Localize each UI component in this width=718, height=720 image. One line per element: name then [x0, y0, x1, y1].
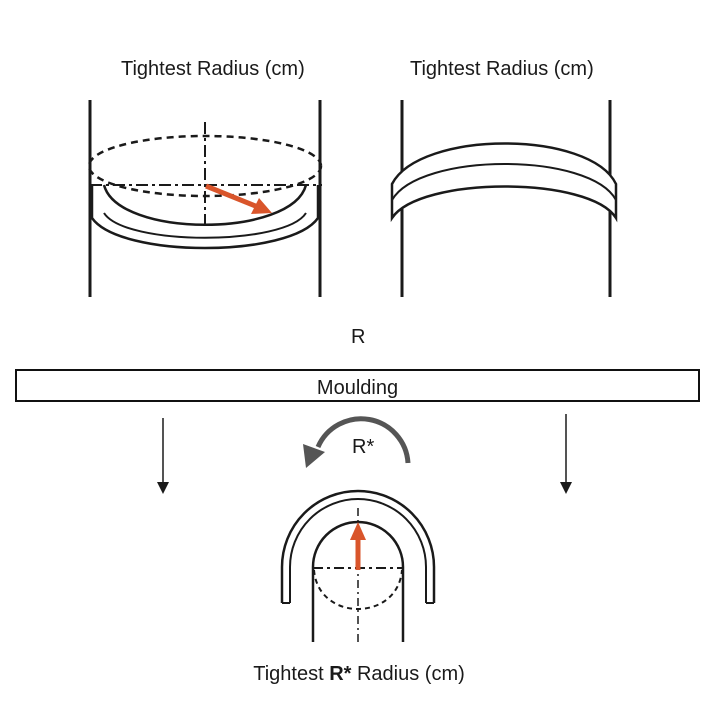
radius-arrow-shaft	[205, 183, 259, 210]
radius-arrow-head	[251, 198, 272, 214]
r-star-arrow-head	[350, 522, 366, 540]
moulding-box: Moulding	[15, 369, 700, 402]
mandrel-dashed-circle	[313, 569, 403, 610]
caption-prefix: Tightest	[253, 663, 330, 685]
u-bend-figure	[280, 489, 436, 644]
u-outer	[280, 489, 436, 603]
r-star-label: R*	[352, 436, 375, 458]
rotation-arrow	[303, 416, 411, 468]
u-middle	[289, 498, 427, 603]
concave-specimen-figure	[87, 100, 323, 297]
top-left-label: Tightest Radius (cm)	[121, 58, 305, 80]
arch-band-rim	[391, 163, 617, 201]
caption-suffix: Radius (cm)	[351, 663, 465, 685]
saddle-inner-edge	[102, 184, 308, 226]
convex-specimen-figure	[390, 100, 618, 297]
saddle-rim	[103, 212, 307, 239]
bottom-caption: Tightest R* Radius (cm)	[0, 663, 718, 686]
top-right-label: Tightest Radius (cm)	[410, 58, 594, 80]
saddle-outer-edge	[90, 185, 320, 250]
caption-bold-r-star: R*	[329, 663, 352, 685]
r-label: R	[351, 326, 366, 348]
rotation-arrow-head	[303, 444, 325, 468]
moulding-label: Moulding	[316, 377, 399, 399]
arch-band	[390, 142, 618, 223]
